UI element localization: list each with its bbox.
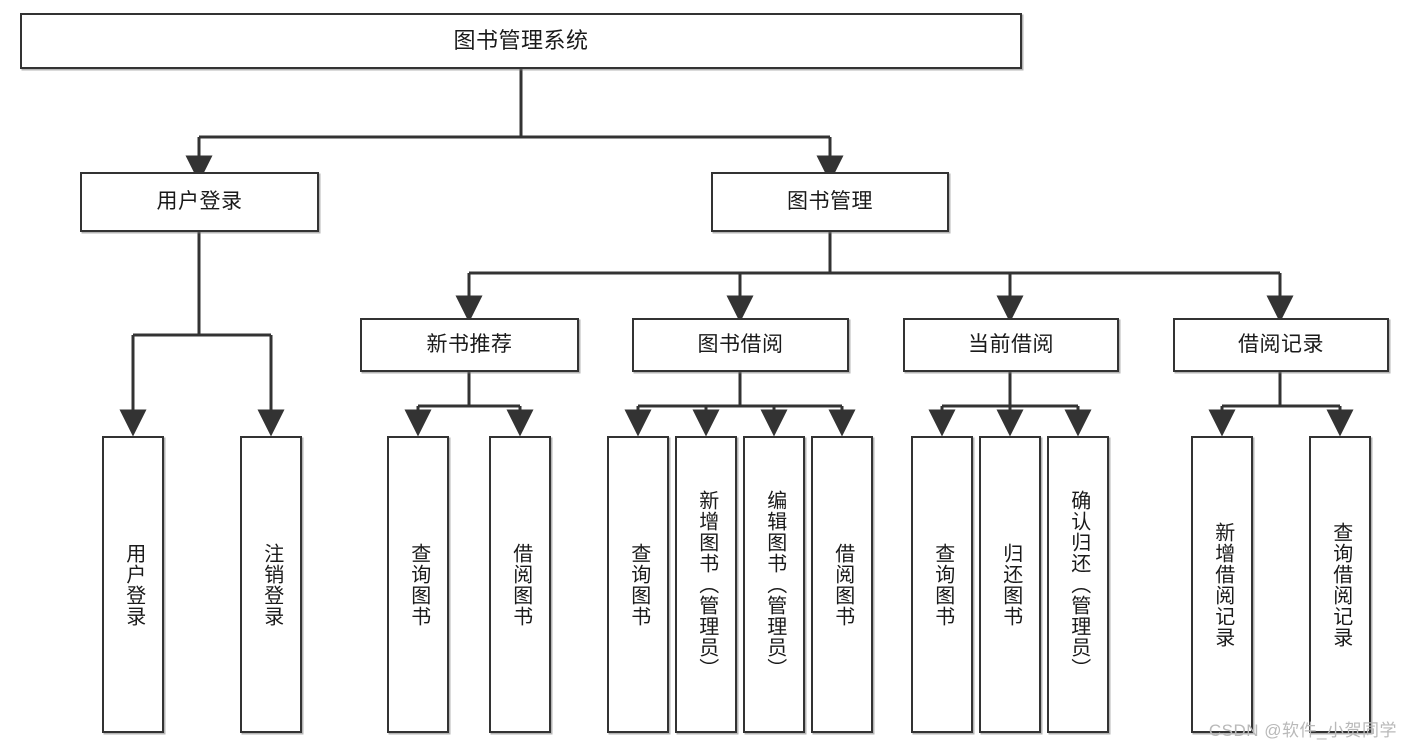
leaf-return-book[interactable]: 归还图书 <box>979 436 1041 733</box>
watermark-text: CSDN @软件_小贺同学 <box>1208 721 1397 740</box>
node-user-login[interactable]: 用户登录 <box>80 172 319 232</box>
node-label: 归还图书 <box>999 542 1022 627</box>
node-label: 查询图书 <box>407 542 430 627</box>
node-root-system[interactable]: 图书管理系统 <box>20 13 1022 69</box>
node-label: 图书管理系统 <box>453 28 589 54</box>
leaf-query-book-borrow[interactable]: 查询图书 <box>607 436 669 733</box>
leaf-query-borrow-record[interactable]: 查询借阅记录 <box>1309 436 1371 733</box>
leaf-logout[interactable]: 注销登录 <box>240 436 302 733</box>
leaf-add-book-admin[interactable]: 新增图书（管理员） <box>675 436 737 733</box>
node-label: 新书推荐 <box>426 332 513 356</box>
node-label: 借阅图书 <box>831 542 854 627</box>
leaf-borrow-book[interactable]: 借阅图书 <box>811 436 873 733</box>
node-label: 借阅图书 <box>509 542 532 627</box>
leaf-borrow-book-recommend[interactable]: 借阅图书 <box>489 436 551 733</box>
node-book-management[interactable]: 图书管理 <box>711 172 949 232</box>
node-new-book-recommend[interactable]: 新书推荐 <box>360 318 579 372</box>
node-book-borrow[interactable]: 图书借阅 <box>632 318 849 372</box>
node-label: 新增图书（管理员） <box>695 490 718 679</box>
node-label: 编辑图书（管理员） <box>763 490 786 679</box>
node-label: 图书借阅 <box>697 332 784 356</box>
leaf-query-book-recommend[interactable]: 查询图书 <box>387 436 449 733</box>
node-label: 查询图书 <box>931 542 954 627</box>
node-label: 图书管理 <box>787 189 873 213</box>
node-label: 注销登录 <box>260 542 283 627</box>
leaf-query-book-current[interactable]: 查询图书 <box>911 436 973 733</box>
leaf-confirm-return-admin[interactable]: 确认归还（管理员） <box>1047 436 1109 733</box>
node-label: 查询借阅记录 <box>1329 521 1352 648</box>
node-current-borrow[interactable]: 当前借阅 <box>903 318 1119 372</box>
leaf-user-login[interactable]: 用户登录 <box>102 436 164 733</box>
leaf-edit-book-admin[interactable]: 编辑图书（管理员） <box>743 436 805 733</box>
node-borrow-record[interactable]: 借阅记录 <box>1173 318 1389 372</box>
node-label: 用户登录 <box>156 189 243 213</box>
node-label: 确认归还（管理员） <box>1067 490 1090 679</box>
node-label: 用户登录 <box>122 542 145 627</box>
node-label: 借阅记录 <box>1238 332 1324 356</box>
node-label: 当前借阅 <box>968 332 1054 356</box>
node-label: 新增借阅记录 <box>1211 521 1234 648</box>
leaf-add-borrow-record[interactable]: 新增借阅记录 <box>1191 436 1253 733</box>
node-label: 查询图书 <box>627 542 650 627</box>
